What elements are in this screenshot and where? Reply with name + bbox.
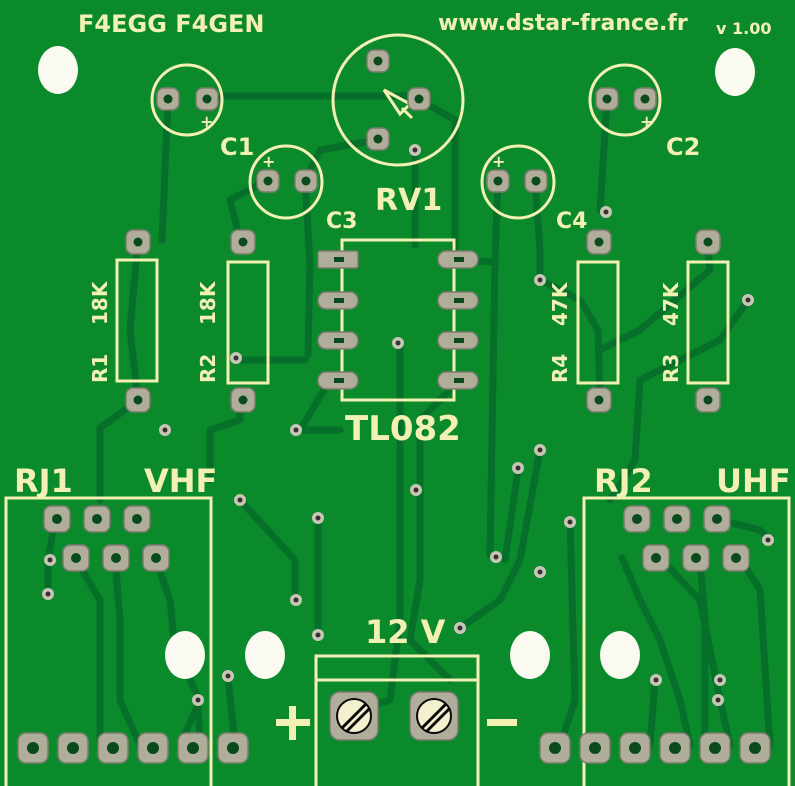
version-label: v 1.00: [716, 19, 771, 38]
plus-sign-v: [289, 706, 296, 740]
mounting-hole-right-center: [510, 631, 550, 679]
uhf-label: UHF: [716, 462, 791, 500]
c3-plus: +: [262, 152, 275, 171]
c4-outline: [480, 144, 556, 220]
r3-label: R3: [659, 354, 683, 383]
terminal-outline: [314, 654, 480, 786]
mounting-hole-rj1: [165, 631, 205, 679]
c4-plus: +: [492, 152, 505, 171]
r2-value: 18K: [196, 280, 220, 325]
c2-plus: +: [640, 112, 653, 131]
silkscreen-labels: F4EGG F4GEN www.dstar-france.fr v 1.00 C…: [14, 10, 791, 651]
ic-body: [340, 238, 456, 402]
power-label: 12 V: [365, 613, 446, 651]
mounting-hole-left-center: [245, 631, 285, 679]
rv1-outline: [331, 33, 465, 167]
website-label: www.dstar-france.fr: [438, 11, 688, 36]
r1-label: R1: [88, 354, 112, 383]
c2-outline: [588, 63, 662, 137]
r4-value: 47K: [548, 281, 572, 326]
mounting-hole-top-right: [715, 48, 755, 96]
c4-label: C4: [556, 209, 587, 234]
rj2-outline: [582, 496, 791, 786]
mounting-hole-top-left: [38, 46, 78, 94]
r2-label: R2: [196, 354, 220, 383]
r4-body: [576, 260, 620, 385]
mounting-holes: [38, 46, 755, 679]
r3-body: [686, 260, 730, 385]
r3-value: 47K: [659, 281, 683, 326]
ic-label: TL082: [345, 409, 461, 449]
r1-value: 18K: [88, 280, 112, 325]
pads: [17, 49, 771, 764]
vhf-label: VHF: [144, 462, 217, 500]
rj1-label: RJ1: [14, 462, 73, 500]
c3-outline: [248, 144, 324, 220]
c1-plus: +: [200, 112, 213, 131]
c3-label: C3: [326, 209, 357, 234]
rv1-label: RV1: [375, 183, 442, 218]
r2-body: [226, 260, 270, 385]
c1-label: C1: [220, 133, 254, 161]
rj2-label: RJ2: [594, 462, 653, 500]
silkscreen: [4, 33, 791, 786]
c1-outline: [150, 63, 224, 137]
vias: [42, 144, 774, 706]
authors-label: F4EGG F4GEN: [78, 10, 265, 38]
minus-sign: [487, 719, 517, 726]
rj1-outline: [4, 496, 213, 786]
mounting-hole-rj2: [600, 631, 640, 679]
r1-body: [115, 258, 159, 383]
r4-label: R4: [548, 354, 572, 383]
c2-label: C2: [666, 133, 700, 161]
